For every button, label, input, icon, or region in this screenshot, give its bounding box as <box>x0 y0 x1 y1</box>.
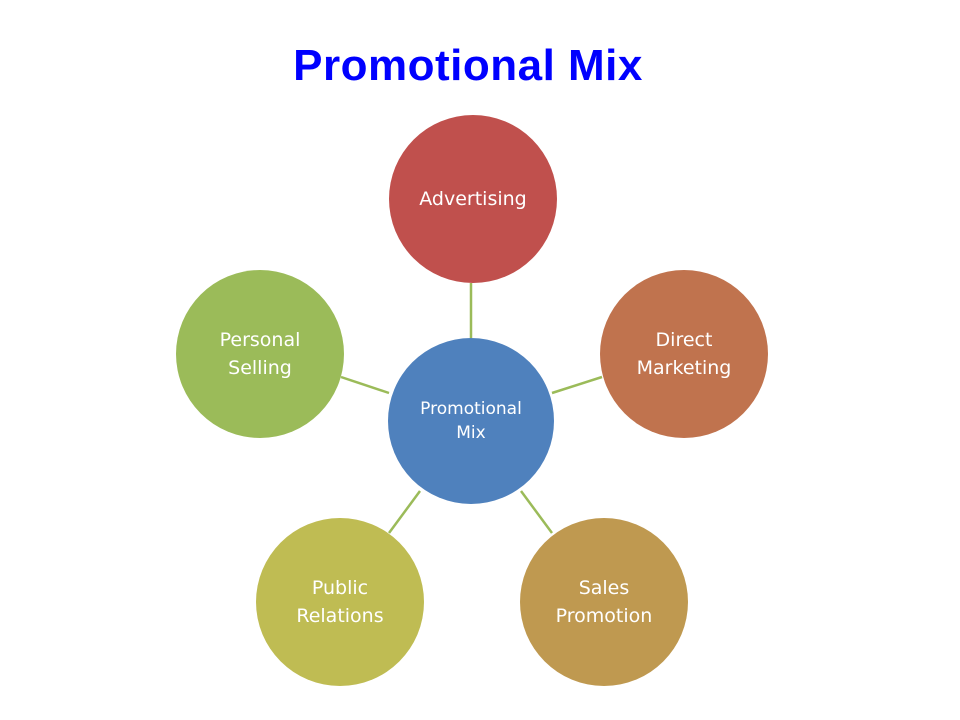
node-sales-promotion: Sales Promotion <box>520 518 688 686</box>
node-direct-marketing: Direct Marketing <box>600 270 768 438</box>
node-personal-selling-label: Personal Selling <box>219 329 301 379</box>
node-public-relations: Public Relations <box>256 518 424 686</box>
node-personal-selling: Personal Selling <box>176 270 344 438</box>
connector-personal-selling <box>340 375 390 395</box>
node-direct-marketing-label: Direct Marketing <box>636 329 732 379</box>
connector-sales-promotion <box>519 490 554 534</box>
node-center-label: Promotional Mix <box>420 399 522 443</box>
node-public-relations-label: Public Relations <box>296 577 384 627</box>
connector-public-relations <box>387 490 422 534</box>
node-advertising-label: Advertising <box>419 188 527 210</box>
diagram-title: Promotional Mix <box>293 41 643 90</box>
node-advertising: Advertising <box>389 115 557 283</box>
connector-direct-marketing <box>551 375 603 395</box>
node-center-promotional-mix: Promotional Mix <box>388 338 554 504</box>
node-sales-promotion-label: Sales Promotion <box>555 577 653 627</box>
